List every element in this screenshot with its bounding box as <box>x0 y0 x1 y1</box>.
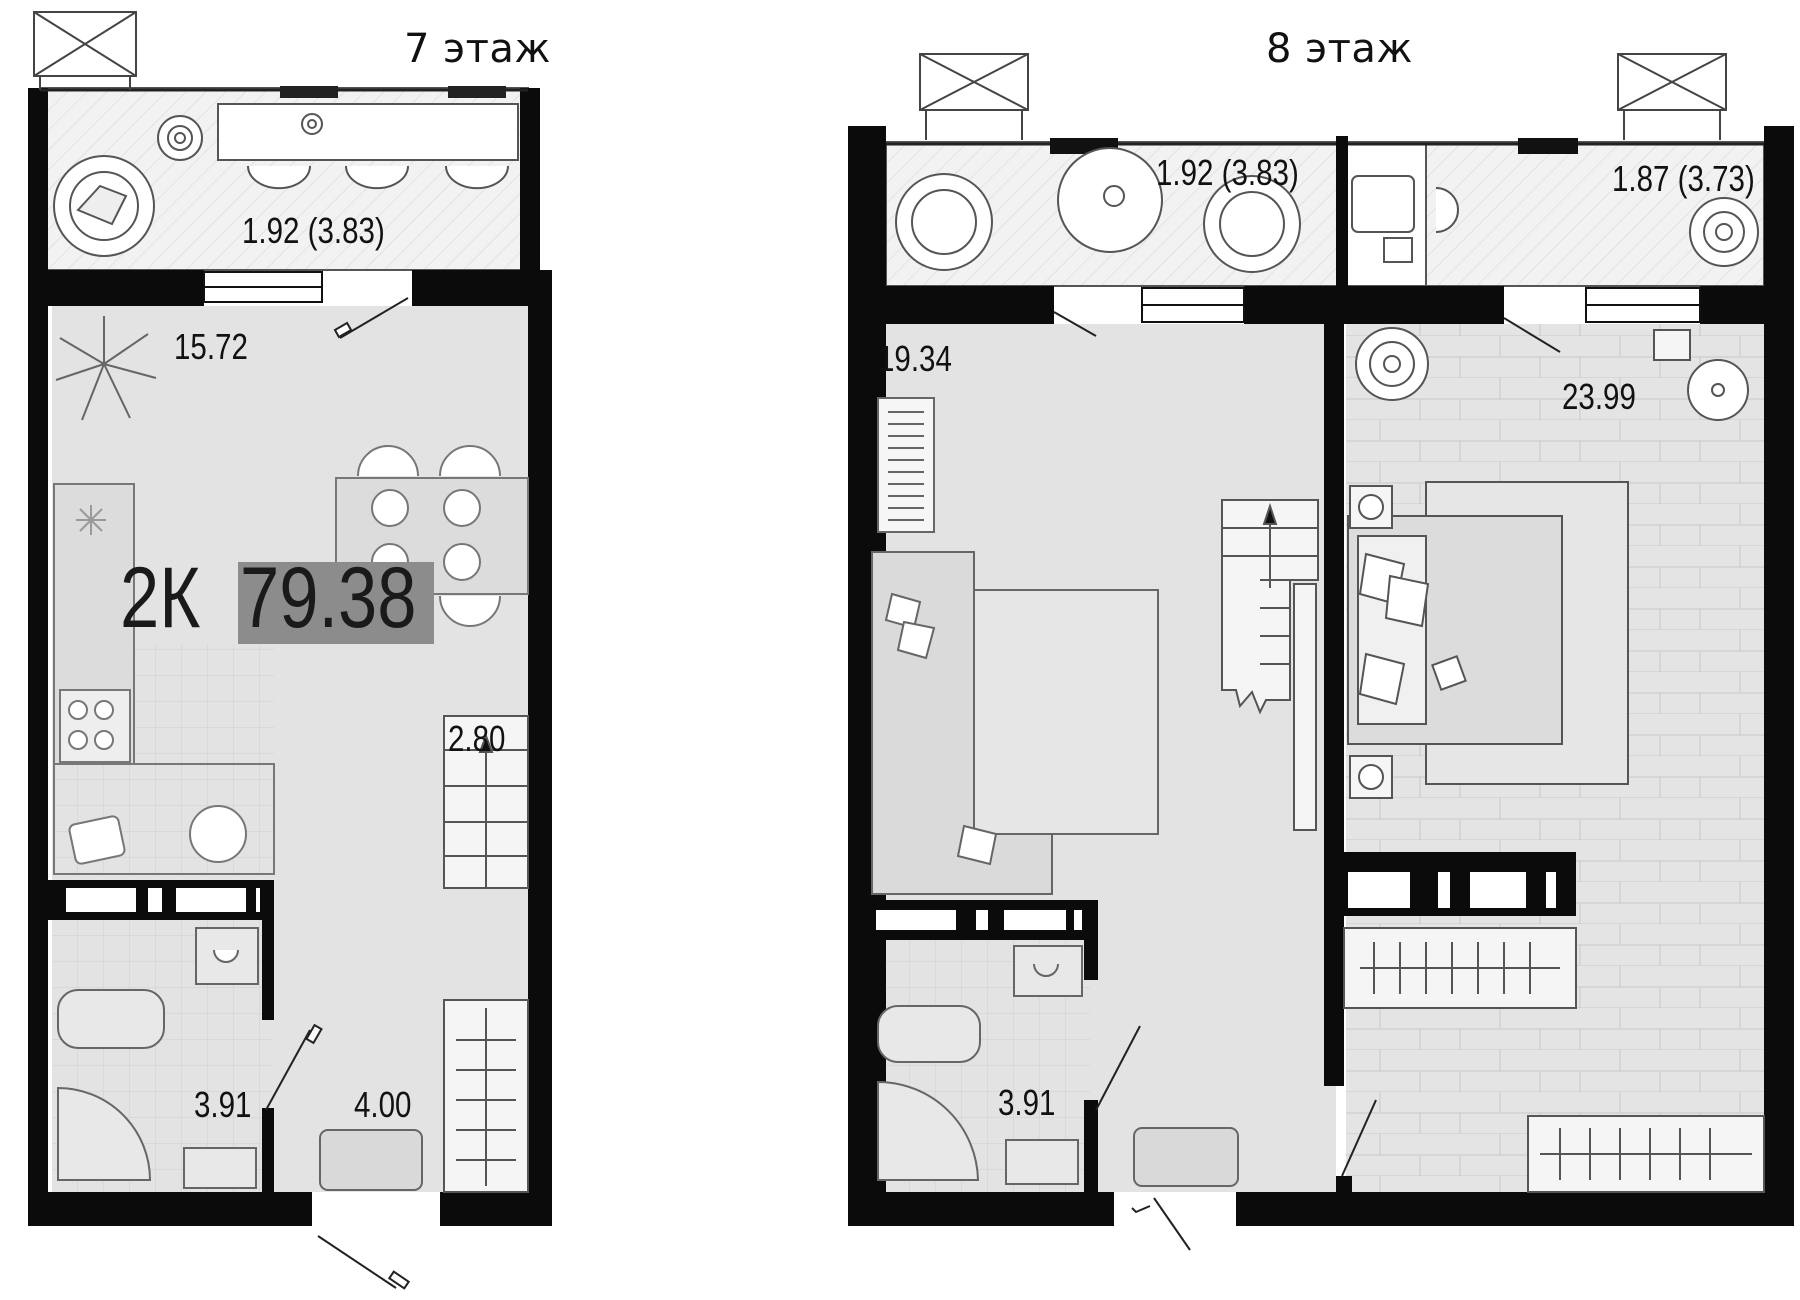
area-label-f7-hall: 4.00 <box>354 1084 412 1125</box>
balcony-bench <box>217 103 519 161</box>
kitchen-counter <box>53 483 275 875</box>
area-label-f7-balcony: 1.92 (3.83) <box>242 210 385 251</box>
area-label-f8-balcony-right: 1.87 (3.73) <box>1612 158 1755 199</box>
area-label-f8-bedroom: 23.99 <box>1562 376 1636 417</box>
ac-unit <box>33 11 137 90</box>
palm-plant-icon <box>55 316 157 421</box>
wardrobe-floor-8 <box>1343 927 1765 1193</box>
bathroom-fixtures-7 <box>57 927 423 1191</box>
floor-7-plan <box>28 11 552 1290</box>
tv-cabinet <box>1293 583 1317 831</box>
staircase-floor-8 <box>1221 499 1319 715</box>
area-label-f7-stair: 2.80 <box>448 718 506 759</box>
area-label-f7-bath: 3.91 <box>194 1084 252 1125</box>
plant-icon <box>157 115 203 161</box>
floor-8-label: 8 этаж <box>1266 26 1413 72</box>
plant-icon <box>1355 327 1429 401</box>
area-label-f7-living: 15.72 <box>174 326 248 367</box>
bookshelf <box>877 397 935 533</box>
bathroom-fixtures-8 <box>877 945 1083 1185</box>
doormat <box>1133 1127 1239 1187</box>
ac-unit <box>919 53 1727 140</box>
floor-lamp <box>1653 329 1749 421</box>
sofa <box>871 551 1159 895</box>
sink-icon <box>189 805 247 863</box>
unit-type-label: 2К <box>120 550 201 646</box>
floor-8-plan <box>848 53 1794 1251</box>
staircase-floor-7 <box>443 715 529 889</box>
wardrobe-floor-7 <box>443 999 529 1193</box>
area-label-f8-living: 19.34 <box>878 338 952 379</box>
bed <box>1347 481 1629 799</box>
floor-7-label: 7 этаж <box>404 26 551 72</box>
unit-area-label: 79.38 <box>240 550 417 646</box>
plant-icon <box>1689 197 1759 267</box>
unit-area-badge <box>238 562 434 644</box>
walls-floor-7 <box>28 270 552 1226</box>
area-label-f8-bath: 3.91 <box>998 1082 1056 1123</box>
area-label-f8-balcony-left: 1.92 (3.83) <box>1156 152 1299 193</box>
